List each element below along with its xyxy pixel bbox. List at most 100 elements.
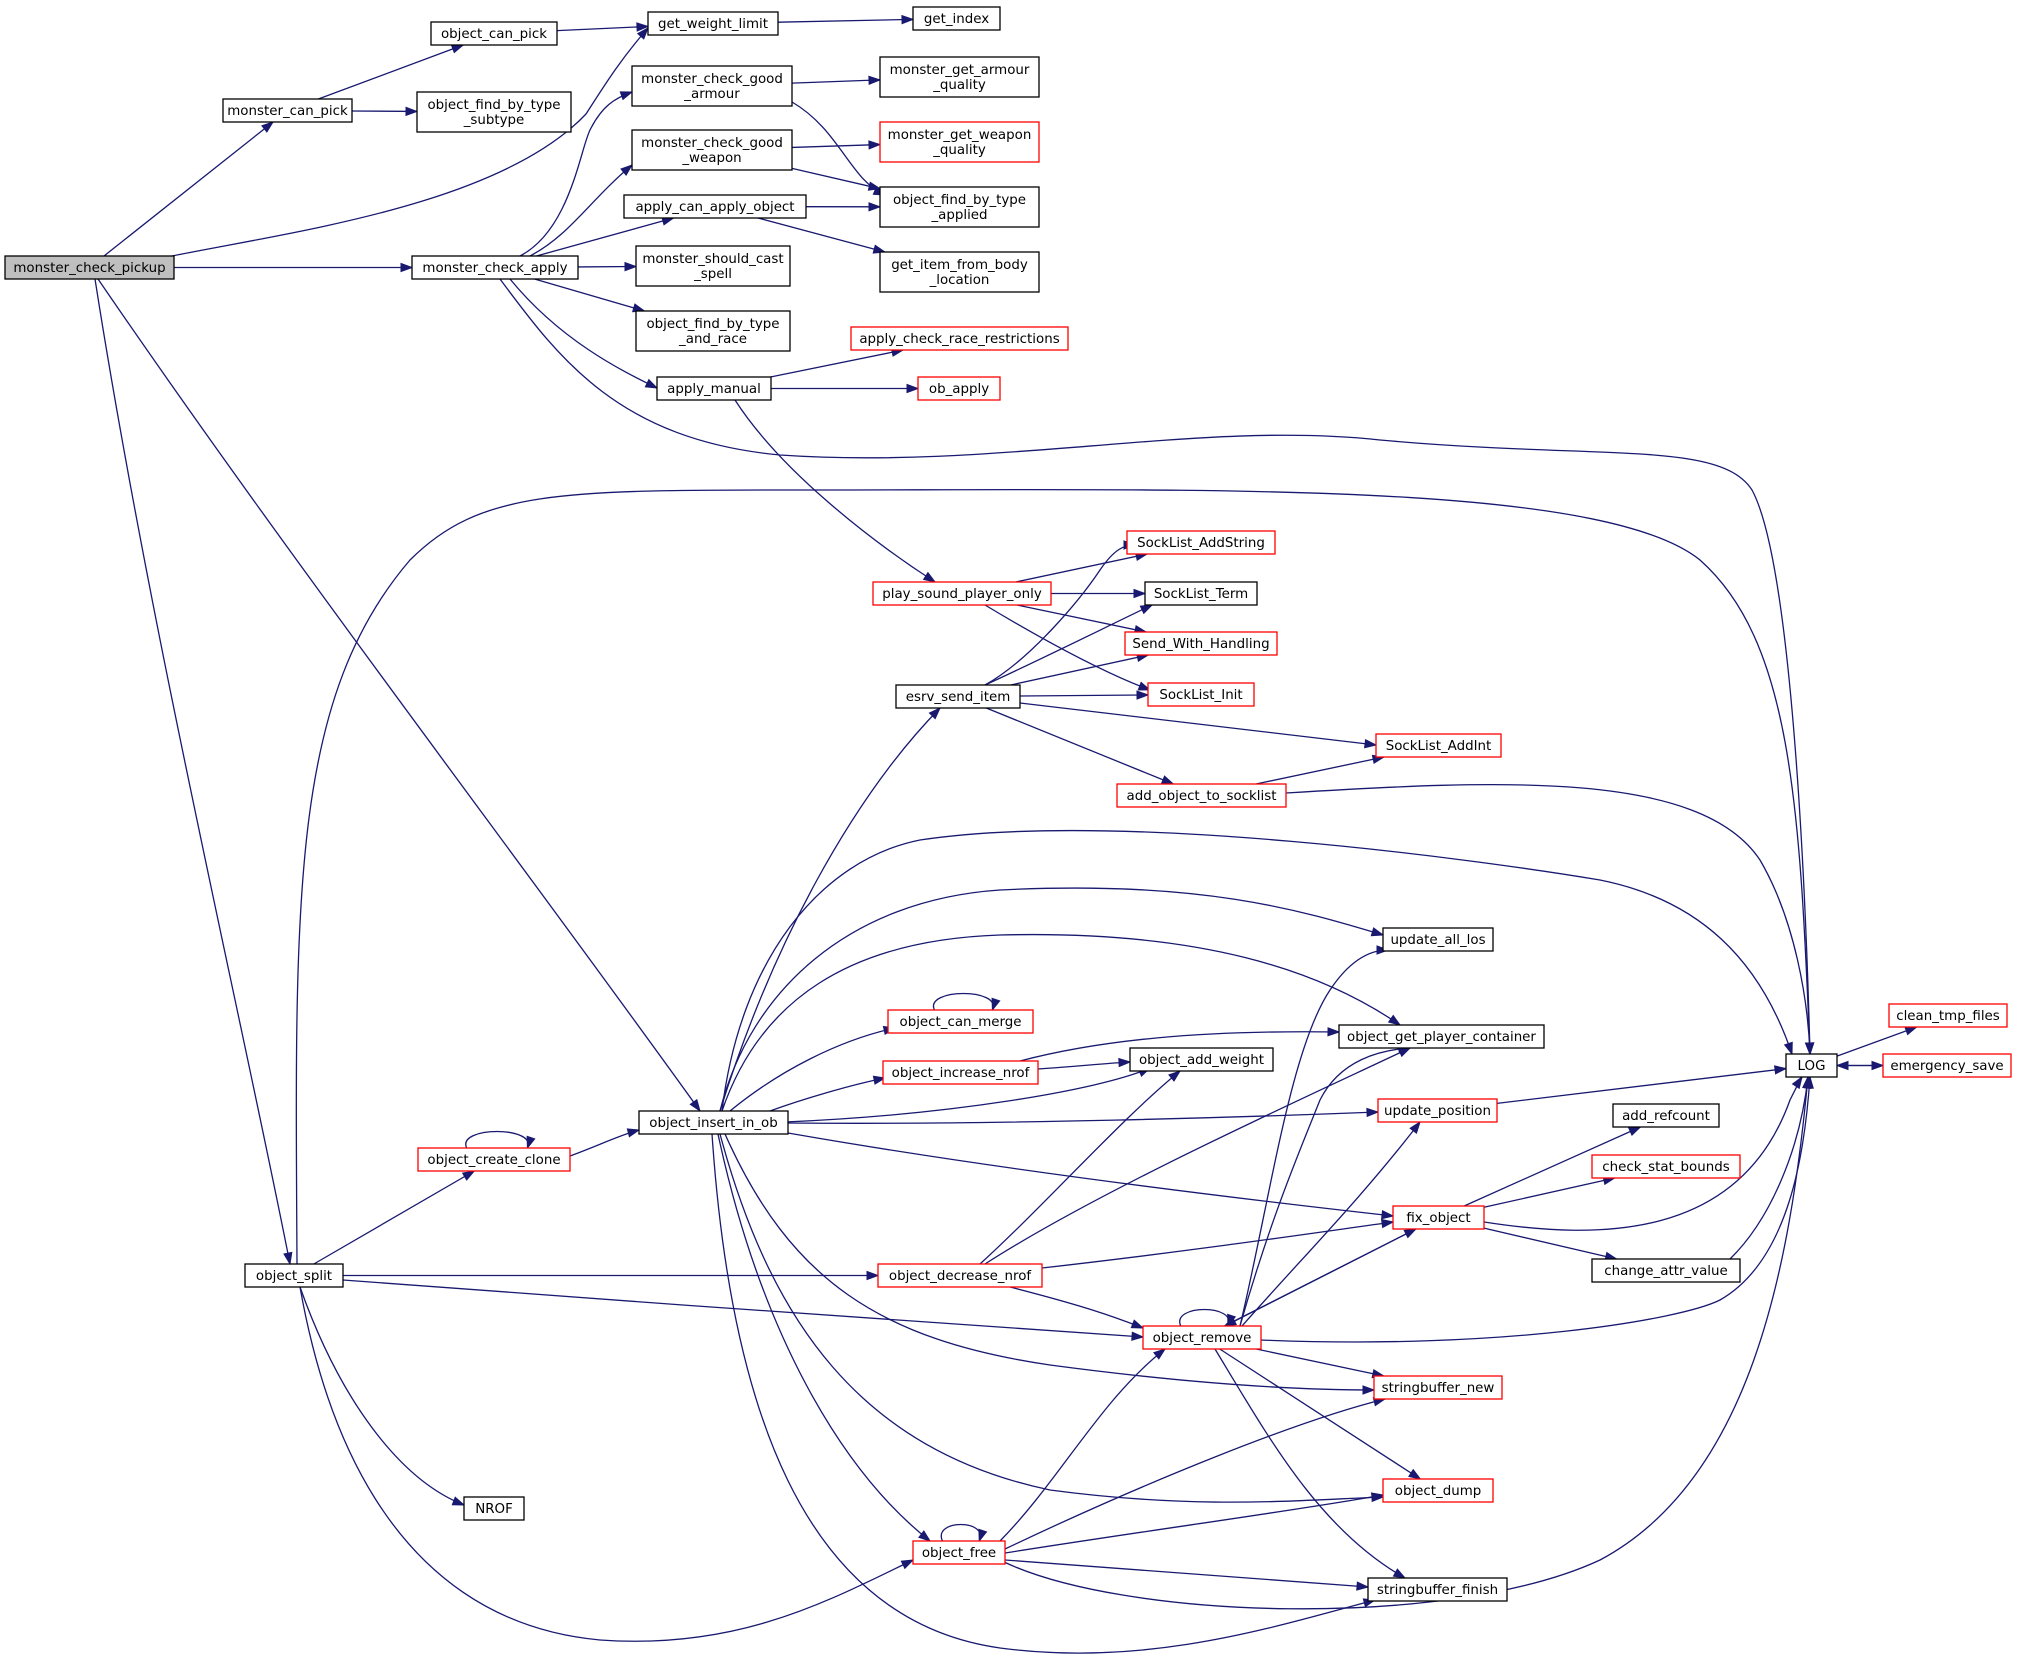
- edge-arrowhead: [261, 121, 275, 133]
- edge-arrowhead: [636, 22, 650, 32]
- edge-arrowhead: [1153, 1348, 1167, 1360]
- node-object_decrease_nrof[interactable]: object_decrease_nrof: [877, 1263, 1043, 1288]
- edge-line: [1239, 1047, 1411, 1327]
- node-object_remove[interactable]: object_remove: [1142, 1325, 1262, 1350]
- node-add_object_to_socklist[interactable]: add_object_to_socklist: [1116, 783, 1287, 808]
- node-object_increase_nrof[interactable]: object_increase_nrof: [882, 1060, 1039, 1085]
- edge-object_insert_in_ob-to-stringbuffer_new: [724, 1133, 1376, 1395]
- node-object_find_by_type_subtype[interactable]: object_find_by_type_subtype: [416, 91, 572, 133]
- node-box: [647, 11, 779, 36]
- node-box: [635, 310, 791, 352]
- node-SockList_AddString[interactable]: SockList_AddString: [1126, 530, 1276, 555]
- edge-line: [721, 933, 1401, 1112]
- node-apply_can_apply_object[interactable]: apply_can_apply_object: [623, 194, 807, 219]
- edge-object_can_pick-to-get_weight_limit: [556, 22, 650, 32]
- edge-arrowhead: [1804, 1042, 1815, 1056]
- node-object_find_by_type_and_race[interactable]: object_find_by_type_and_race: [635, 310, 791, 352]
- node-box: [879, 251, 1040, 293]
- edge-line: [1260, 1076, 1811, 1343]
- node-object_dump[interactable]: object_dump: [1382, 1478, 1494, 1503]
- node-apply_manual[interactable]: apply_manual: [656, 376, 772, 401]
- node-monster_check_apply[interactable]: monster_check_apply: [411, 255, 579, 280]
- edge-arrowhead: [866, 1270, 880, 1281]
- edge-arrowhead: [400, 262, 414, 273]
- edge-object_remove-to-fix_object: [1224, 1228, 1418, 1327]
- node-get_index[interactable]: get_index: [912, 6, 1001, 31]
- node-object_add_weight[interactable]: object_add_weight: [1129, 1047, 1274, 1072]
- node-NROF[interactable]: NROF: [463, 1496, 525, 1521]
- node-ob_apply[interactable]: ob_apply: [917, 376, 1001, 401]
- node-object_split[interactable]: object_split: [244, 1263, 344, 1288]
- node-label: monster_check_pickup: [13, 261, 165, 276]
- edge-line: [529, 164, 633, 257]
- node-apply_check_race_restrictions[interactable]: apply_check_race_restrictions: [850, 326, 1069, 351]
- node-SockList_AddInt[interactable]: SockList_AddInt: [1375, 733, 1502, 758]
- node-object_get_player_container[interactable]: object_get_player_container: [1338, 1024, 1545, 1049]
- edge-line: [1241, 1121, 1421, 1327]
- edge-esrv_send_item-to-SockList_AddInt: [1019, 702, 1378, 749]
- node-label: check_stat_bounds: [1602, 1160, 1729, 1175]
- node-object_insert_in_ob[interactable]: object_insert_in_ob: [638, 1110, 789, 1135]
- node-stringbuffer_new[interactable]: stringbuffer_new: [1373, 1375, 1503, 1400]
- node-change_attr_value[interactable]: change_attr_value: [1591, 1258, 1741, 1283]
- node-label: monster_get_weapon: [888, 128, 1032, 143]
- edge-arrowhead: [526, 1135, 536, 1150]
- edge-arrowhead: [1380, 1218, 1395, 1229]
- edge-arrowhead: [450, 44, 465, 54]
- node-object_can_pick[interactable]: object_can_pick: [430, 21, 558, 46]
- node-object_can_merge[interactable]: object_can_merge: [887, 1009, 1034, 1034]
- edge-arrowhead: [1168, 1070, 1182, 1082]
- node-object_find_by_type_applied[interactable]: object_find_by_type_applied: [879, 186, 1040, 228]
- node-label: play_sound_player_only: [882, 587, 1042, 602]
- edge-add_object_to_socklist-to-LOG: [1285, 783, 1815, 1056]
- edge-arrowhead: [906, 383, 920, 394]
- node-box: [872, 581, 1052, 606]
- node-emergency_save[interactable]: emergency_save: [1882, 1053, 2012, 1078]
- node-LOG[interactable]: LOG: [1785, 1053, 1838, 1078]
- node-object_create_clone[interactable]: object_create_clone: [417, 1147, 571, 1172]
- edge-arrowhead: [1381, 1210, 1395, 1220]
- node-box: [1785, 1053, 1838, 1078]
- node-monster_get_weapon_quality[interactable]: monster_get_weapon_quality: [879, 121, 1040, 163]
- node-check_stat_bounds[interactable]: check_stat_bounds: [1591, 1154, 1741, 1179]
- node-monster_can_pick[interactable]: monster_can_pick: [222, 98, 353, 123]
- node-add_refcount[interactable]: add_refcount: [1612, 1103, 1720, 1128]
- node-esrv_send_item[interactable]: esrv_send_item: [895, 684, 1021, 709]
- node-monster_check_good_weapon[interactable]: monster_check_good_weapon: [631, 129, 793, 171]
- node-update_position[interactable]: update_position: [1377, 1098, 1498, 1123]
- node-fix_object[interactable]: fix_object: [1392, 1205, 1485, 1230]
- node-box: [411, 255, 579, 280]
- node-object_free[interactable]: object_free: [912, 1540, 1006, 1565]
- node-box: [1382, 1478, 1494, 1503]
- edge-arrowhead: [1327, 1027, 1341, 1037]
- node-monster_check_good_armour[interactable]: monster_check_good_armour: [631, 65, 793, 107]
- node-Send_With_Handling[interactable]: Send_With_Handling: [1124, 631, 1278, 656]
- node-label: add_refcount: [1622, 1109, 1710, 1124]
- node-label: add_object_to_socklist: [1127, 789, 1277, 804]
- edge-line: [984, 604, 1151, 691]
- node-clean_tmp_files[interactable]: clean_tmp_files: [1888, 1003, 2008, 1028]
- node-play_sound_player_only[interactable]: play_sound_player_only: [872, 581, 1052, 606]
- node-update_all_los[interactable]: update_all_los: [1382, 927, 1494, 952]
- edge-line: [534, 278, 645, 312]
- node-label: object_insert_in_ob: [649, 1116, 777, 1131]
- edge-line: [1037, 1061, 1131, 1070]
- node-SockList_Init[interactable]: SockList_Init: [1147, 682, 1255, 707]
- node-SockList_Term[interactable]: SockList_Term: [1144, 581, 1258, 606]
- node-get_weight_limit[interactable]: get_weight_limit: [647, 11, 779, 36]
- node-monster_should_cast_spell[interactable]: monster_should_cast_spell: [635, 245, 791, 287]
- edge-arrowhead: [868, 140, 882, 150]
- node-box: [631, 65, 793, 107]
- edge-line: [724, 1133, 1375, 1391]
- edge-arrowhead: [991, 997, 1001, 1012]
- node-label: object_increase_nrof: [892, 1066, 1030, 1081]
- edge-line: [519, 91, 633, 257]
- node-monster_get_armour_quality[interactable]: monster_get_armour_quality: [879, 56, 1040, 98]
- edge-arrowhead: [461, 1170, 476, 1181]
- node-stringbuffer_finish[interactable]: stringbuffer_finish: [1367, 1577, 1508, 1602]
- node-box: [417, 1147, 571, 1172]
- edge-monster_check_apply-to-object_find_by_type_and_race: [534, 278, 646, 313]
- node-box: [430, 21, 558, 46]
- node-get_item_from_body_location[interactable]: get_item_from_body_location: [879, 251, 1040, 293]
- edge-object_insert_in_ob-to-object_get_player_container: [721, 933, 1402, 1112]
